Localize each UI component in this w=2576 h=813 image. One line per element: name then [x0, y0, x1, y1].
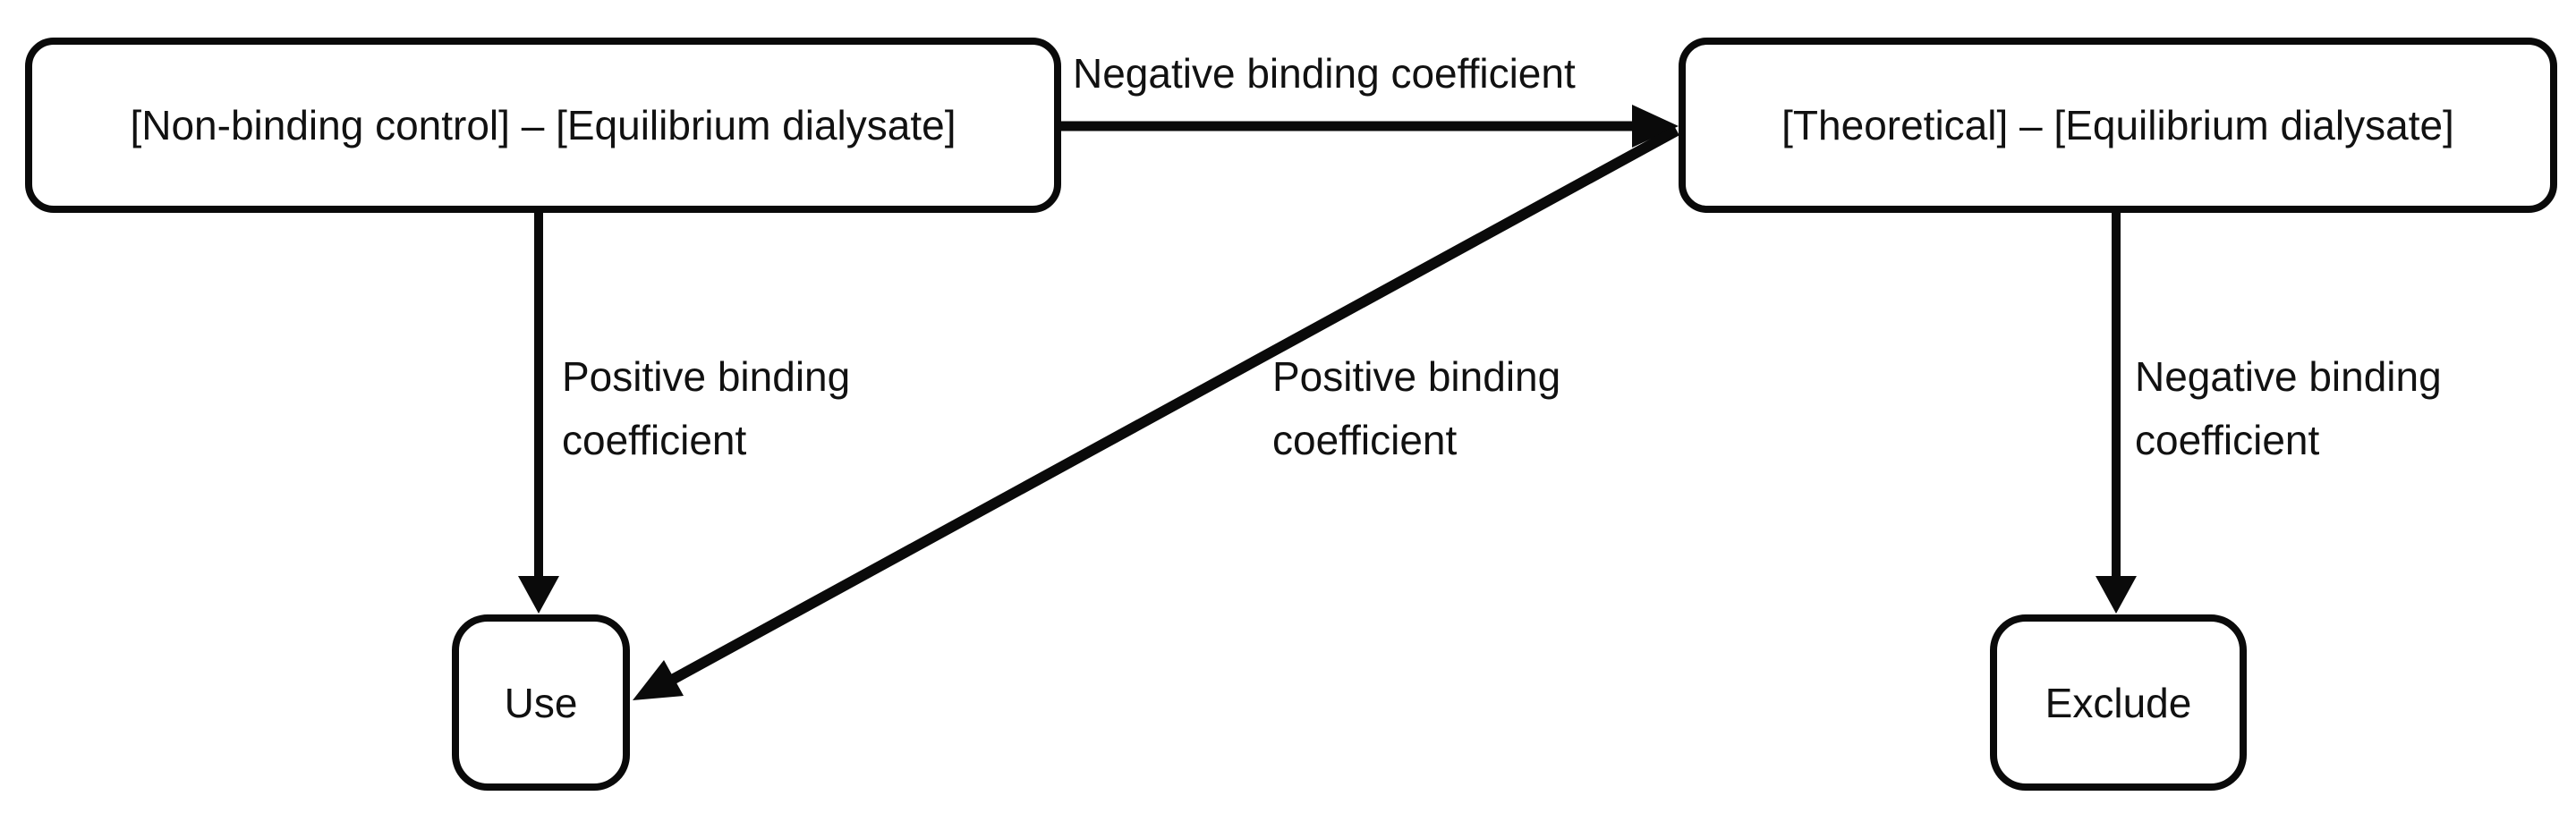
node-theoretical: [Theoretical] – [Equilibrium dialysate] [1679, 38, 2557, 213]
edge-label-positive-binding-left: Positive binding coefficient [562, 353, 851, 463]
node-exclude-label: Exclude [2045, 679, 2192, 726]
node-nonbinding-control-label: [Non-binding control] – [Equilibrium dia… [130, 102, 956, 148]
arrow-positive-binding-left-vertical [518, 211, 559, 614]
arrow-negative-binding-right-vertical [2096, 211, 2137, 614]
node-use: Use [452, 614, 630, 791]
node-exclude: Exclude [1990, 614, 2247, 791]
node-theoretical-label: [Theoretical] – [Equilibrium dialysate] [1781, 102, 2454, 148]
node-nonbinding-control: [Non-binding control] – [Equilibrium dia… [25, 38, 1061, 213]
node-use-label: Use [504, 679, 578, 726]
arrow-negative-binding-horizontal [1061, 105, 1679, 148]
edge-label-negative-binding-right: Negative binding coefficient [2135, 353, 2442, 463]
edge-label-negative-binding-horizontal: Negative binding coefficient [1073, 50, 1576, 97]
edge-label-positive-binding-diagonal: Positive binding coefficient [1272, 353, 1561, 463]
